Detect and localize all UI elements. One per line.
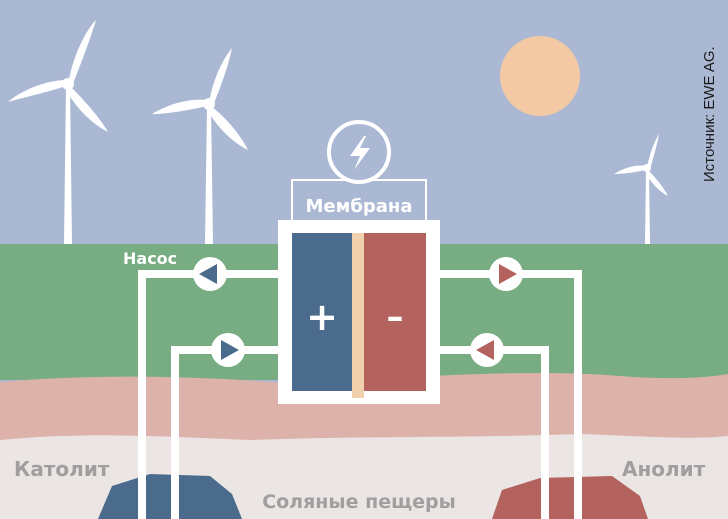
pump-anolyte-in — [470, 333, 504, 367]
source-credit: Источник: EWE AG. — [701, 46, 718, 182]
minus-sign: – — [387, 297, 404, 337]
plus-sign: + — [306, 295, 338, 339]
catholyte-pipes — [138, 270, 288, 519]
catholyte-half-cell — [292, 233, 352, 391]
wind-turbine — [8, 20, 108, 244]
anolyte-cavern — [492, 476, 648, 519]
membrane-label: Мембрана — [305, 196, 412, 217]
catholyte-label: Католит — [14, 457, 110, 481]
salt-caverns-label: Соляные пещеры — [262, 491, 456, 513]
pump-triangle-icon — [199, 264, 217, 284]
wind-turbine — [614, 134, 668, 244]
pump-triangle-icon — [221, 340, 239, 360]
anolyte-label: Анолит — [622, 457, 706, 481]
wind-turbine — [152, 48, 248, 244]
anolyte-half-cell — [364, 233, 426, 391]
pump-label: Насос — [123, 249, 177, 268]
catholyte-cavern — [98, 474, 242, 519]
pump-triangle-icon — [476, 340, 494, 360]
pump-catholyte-in — [211, 333, 245, 367]
lightning-bolt-icon — [350, 136, 370, 170]
membrane — [352, 233, 364, 398]
pump-triangle-icon — [499, 264, 517, 284]
anolyte-pipes — [432, 270, 582, 519]
pump-catholyte-out — [193, 257, 227, 291]
sun — [500, 36, 580, 116]
pump-anolyte-out — [489, 257, 523, 291]
